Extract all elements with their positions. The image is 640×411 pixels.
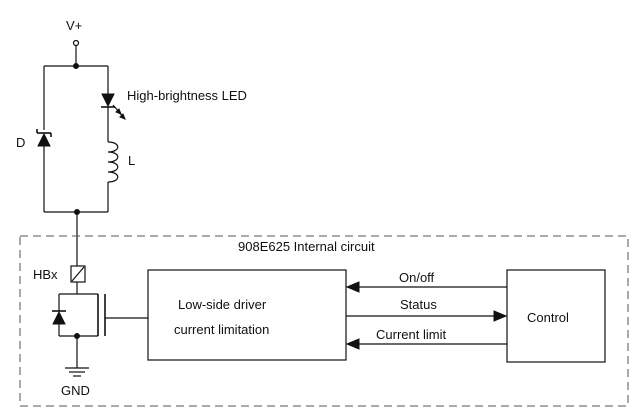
signal-current-limit-label: Current limit: [376, 327, 446, 342]
diode-label: D: [16, 135, 25, 150]
led-label: High-brightness LED: [127, 88, 247, 103]
internal-circuit-title: 908E625 Internal circuit: [238, 239, 375, 254]
hbx-sense-element: [70, 265, 86, 294]
control-label: Control: [527, 310, 569, 325]
signal-onoff-label: On/off: [399, 270, 435, 285]
signal-onoff-arrow: [345, 281, 507, 293]
switch-label: HBx: [33, 267, 58, 282]
supply-terminal: V+: [66, 18, 82, 69]
control-block: [506, 269, 606, 363]
inductor-l: [107, 141, 119, 212]
supply-label: V+: [66, 18, 82, 33]
internal-circuit-boundary: [19, 235, 629, 407]
signal-status-label: Status: [400, 297, 437, 312]
mosfet-switch: [52, 293, 148, 337]
driver-label-line1: Low-side driver: [178, 297, 267, 312]
diode-d: [36, 66, 52, 212]
ground-label: GND: [61, 383, 90, 398]
signal-current-limit-arrow: [345, 338, 507, 350]
signal-status-arrow: [346, 310, 508, 322]
ground-symbol: [65, 333, 89, 377]
driver-label-line2: current limitation: [174, 322, 269, 337]
led-symbol: [101, 66, 126, 142]
inductor-label: L: [128, 153, 135, 168]
driver-block: [147, 269, 347, 361]
